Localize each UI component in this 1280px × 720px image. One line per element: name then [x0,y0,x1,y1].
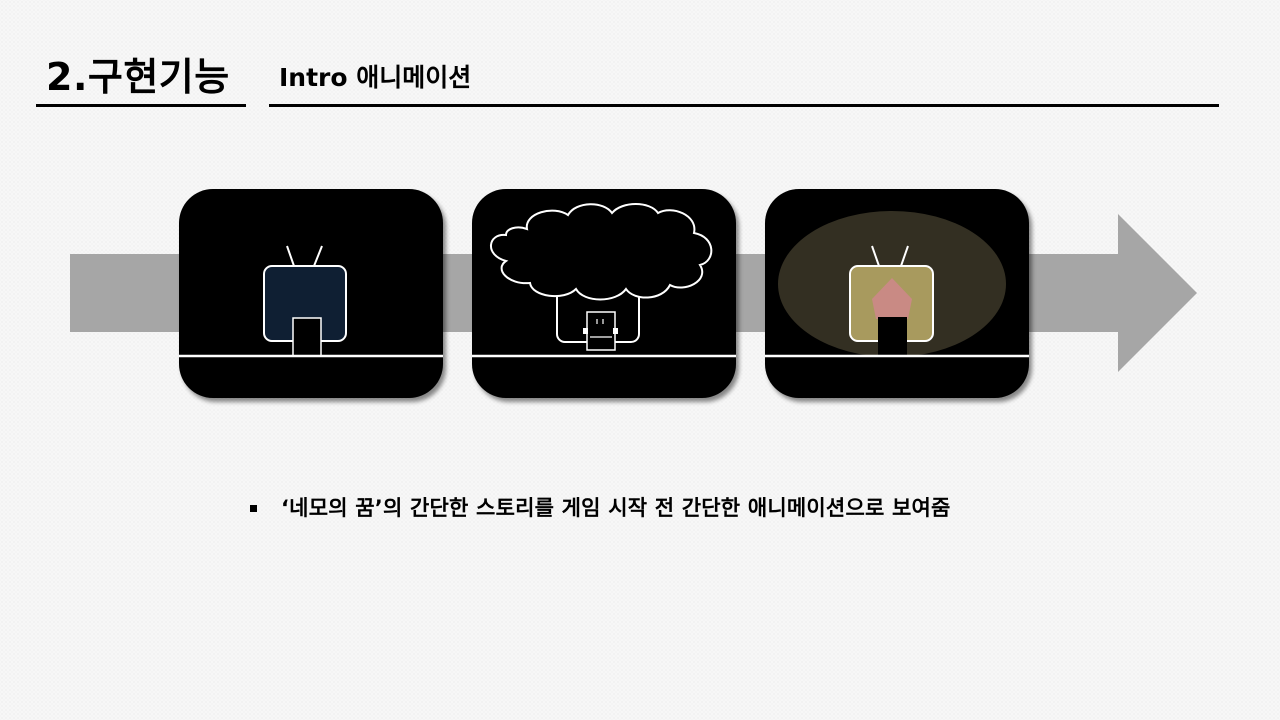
description-bullet: ‘네모의 꿈’의 간단한 스토리를 게임 시작 전 간단한 애니메이션으로 보여… [250,490,951,526]
character-nemo [586,311,616,351]
slide-subtitle: Intro 애니메이션 [279,63,472,92]
thought-cloud [490,203,713,301]
bullet-square-icon [250,504,257,512]
tv-off-illustration [179,245,443,358]
subtitle-underline [269,104,1219,107]
tv-light-illustration [765,211,1029,358]
door [878,317,907,356]
character-hand-left [583,328,588,334]
dream-cloud-illustration [472,203,736,358]
house-roof [872,278,912,319]
section-title-underline [36,104,246,107]
animation-frame-dream-cloud [472,189,736,398]
description-text: ‘네모의 꿈’의 간단한 스토리를 게임 시작 전 간단한 애니메이션으로 보여… [281,496,951,520]
tv-antenna-left [871,245,880,267]
tv-antenna-right [900,245,909,267]
animation-frame-tv-off [179,189,443,398]
section-title: 2.구현기능 [46,55,230,99]
character-hand-right [613,328,618,334]
door [292,317,322,357]
animation-frame-tv-light [765,189,1029,398]
tv-antenna-left [286,245,295,267]
tv-antenna-right [313,245,323,267]
